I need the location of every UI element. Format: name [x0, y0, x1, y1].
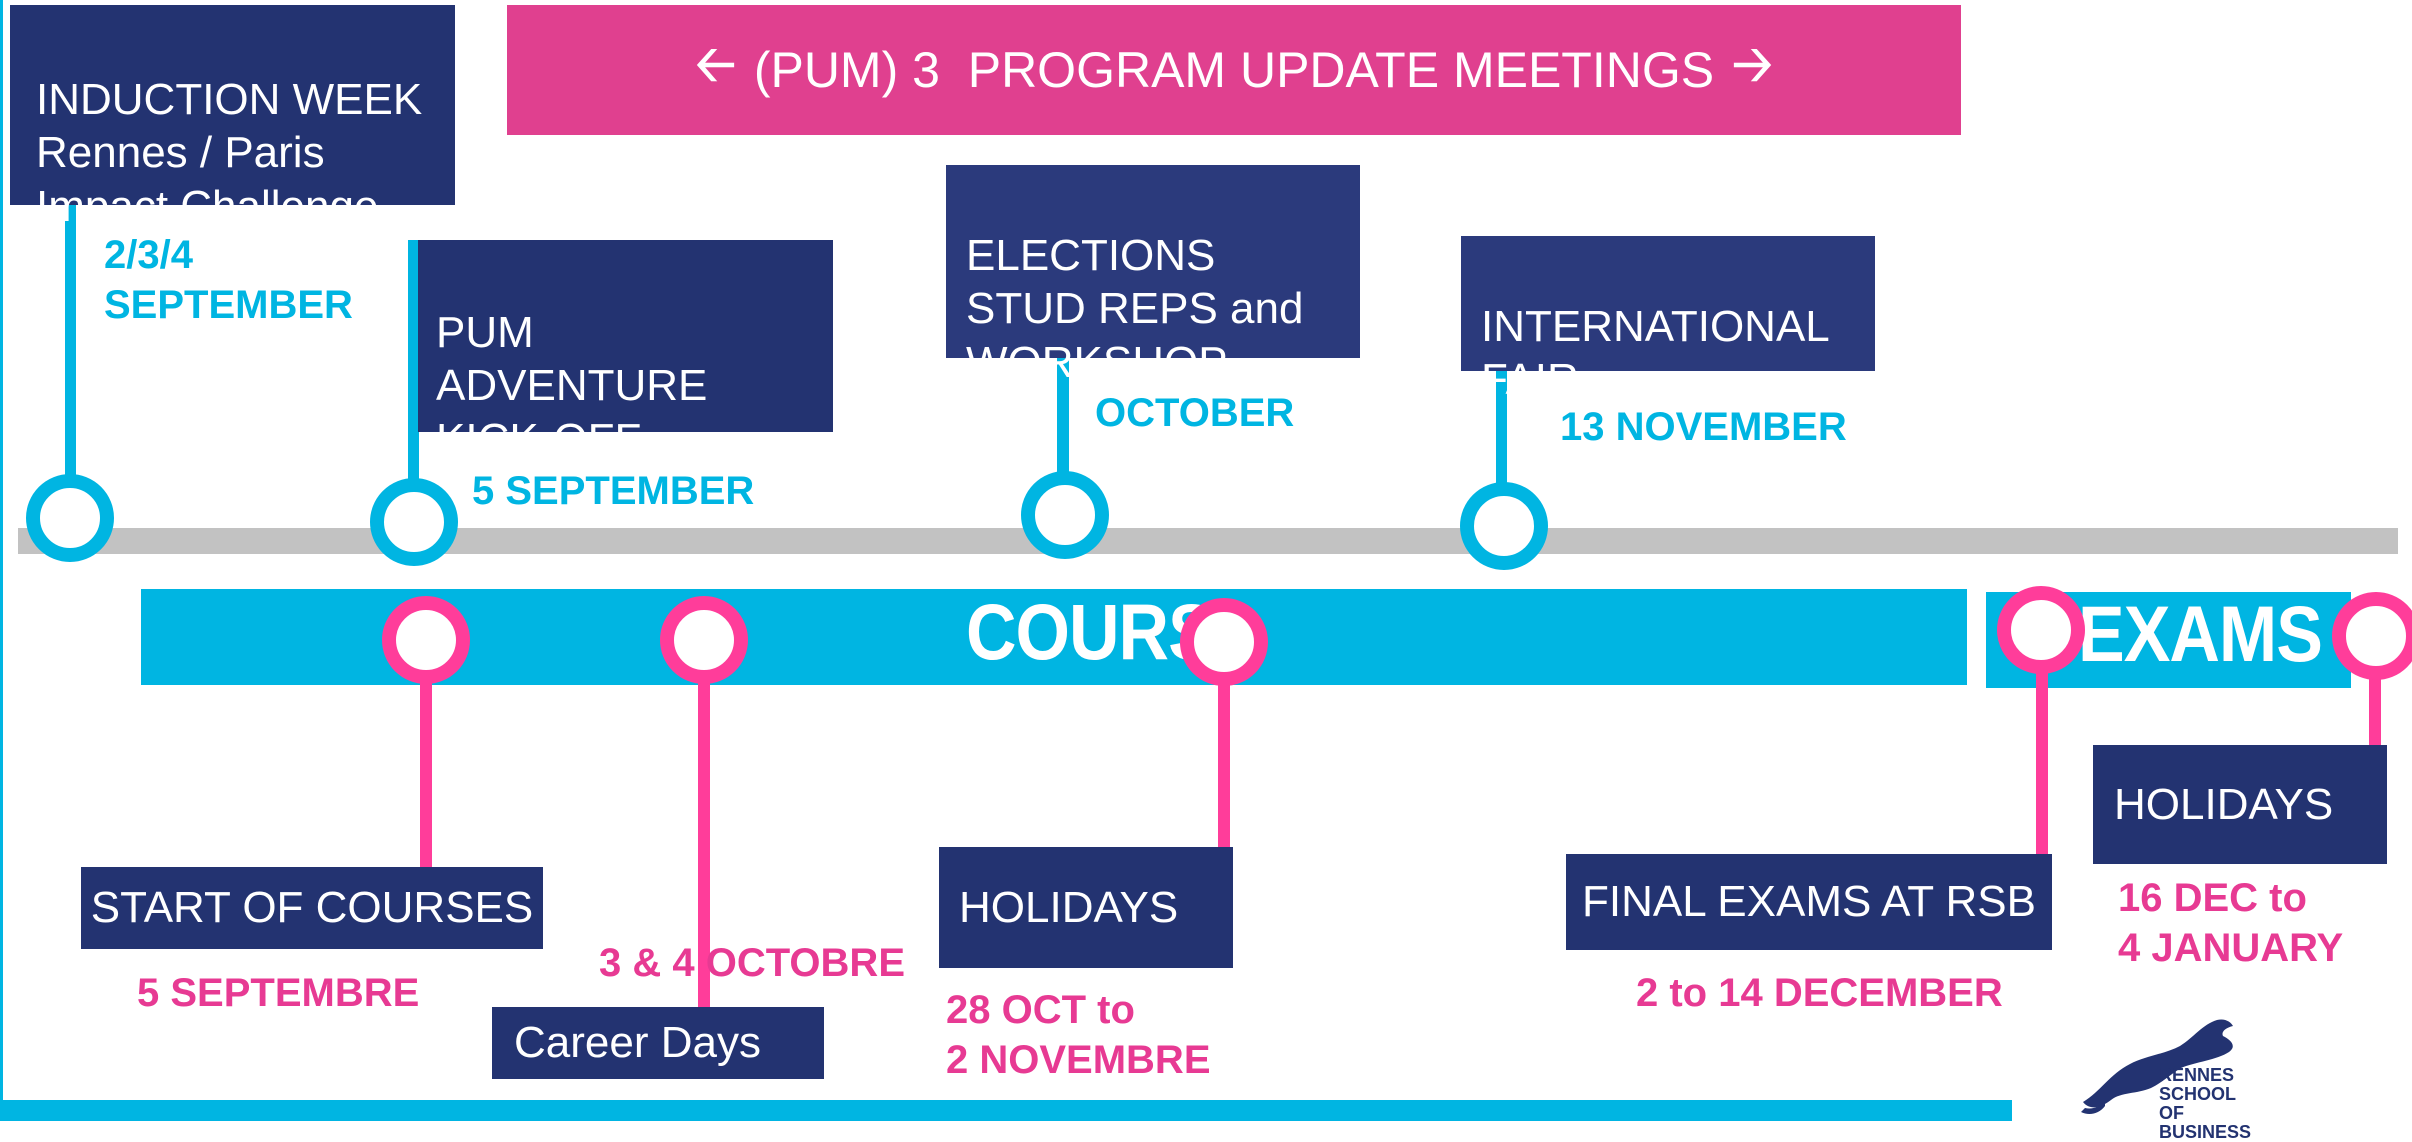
- stem-elections: [1057, 355, 1069, 485]
- timeline-node-holidays-autumn: [1180, 598, 1268, 686]
- event-title: ELECTIONS STUD REPS and WORKSHOP: [966, 230, 1304, 388]
- stem-induction: [65, 200, 76, 490]
- pum-banner-text: (PUM) 3 PROGRAM UPDATE MEETINGS: [753, 42, 1715, 98]
- event-date-final-exams: 2 to 14 DECEMBER: [1636, 971, 2003, 1015]
- event-box-international-fair: INTERNATIONAL FAIR: [1461, 236, 1875, 404]
- event-title: INTERNATIONAL FAIR: [1481, 301, 1830, 405]
- timeline-node-start-of-courses: [382, 596, 470, 684]
- stem-career-days: [698, 660, 710, 1008]
- arrow-right-icon: 🡢: [1732, 35, 1773, 92]
- left-edge-line: [0, 0, 3, 1121]
- logo-line-1: RENNES: [2159, 1065, 2235, 1085]
- event-title: INDUCTION WEEK Rennes / Paris Impact Cha…: [36, 74, 423, 232]
- event-title: START OF COURSES: [90, 883, 534, 932]
- event-title: PUM ADVENTURE KICK-OFF: [436, 307, 708, 465]
- timeline-node-elections: [1021, 471, 1109, 559]
- stem-start-of-courses: [420, 660, 432, 870]
- arrow-left-icon: 🡠: [695, 35, 736, 92]
- stem-holidays-winter: [2369, 660, 2381, 746]
- event-box-induction-week: INDUCTION WEEK Rennes / Paris Impact Cha…: [10, 5, 455, 231]
- stem-pum-adventure: [408, 240, 419, 495]
- event-date-holidays-winter: 16 DEC to 4 JANUARY: [2118, 876, 2344, 970]
- timeline-node-induction: [26, 474, 114, 562]
- timeline-node-holidays-winter: [2332, 592, 2412, 680]
- event-box-elections: ELECTIONS STUD REPS and WORKSHOP: [946, 165, 1360, 387]
- timeline-node-career-days: [660, 596, 748, 684]
- event-box-final-exams: FINAL EXAMS AT RSB: [1566, 854, 2052, 950]
- stem-holidays-autumn: [1218, 670, 1230, 848]
- event-box-start-of-courses: START OF COURSES: [81, 867, 543, 949]
- logo-line-2: SCHOOL: [2159, 1084, 2237, 1104]
- event-date-international-fair: 13 NOVEMBER: [1560, 405, 1847, 449]
- exams-label: EXAMS: [2078, 590, 2323, 678]
- event-box-holidays-autumn: HOLIDAYS: [939, 847, 1233, 968]
- timeline-node-international-fair: [1460, 482, 1548, 570]
- timeline-node-final-exams: [1997, 586, 2085, 674]
- event-date-pum-adventure: 5 SEPTEMBER: [472, 469, 755, 513]
- courses-label: COURS: [966, 588, 1215, 676]
- stem-international-fair: [1496, 365, 1507, 490]
- rennes-school-logo: RENNES SCHOOL OF BUSINESS: [2075, 1002, 2275, 1142]
- event-date-start-of-courses: 5 SEPTEMBRE: [137, 971, 420, 1015]
- event-date-career-days: 3 & 4 OCTOBRE: [599, 941, 905, 985]
- event-title: Career Days: [514, 1018, 761, 1067]
- event-box-career-days: Career Days: [492, 1007, 824, 1079]
- event-title: HOLIDAYS: [2114, 779, 2334, 829]
- event-title: HOLIDAYS: [959, 882, 1179, 932]
- timeline-node-pum-adventure: [370, 478, 458, 566]
- bottom-bar: [0, 1100, 2012, 1121]
- event-box-holidays-winter: HOLIDAYS: [2093, 745, 2387, 864]
- event-date-elections: OCTOBER: [1095, 391, 1295, 435]
- event-box-pum-adventure: PUM ADVENTURE KICK-OFF: [418, 240, 833, 464]
- pum-banner: 🡠 (PUM) 3 PROGRAM UPDATE MEETINGS 🡢: [507, 5, 1961, 135]
- event-date-holidays-autumn: 28 OCT to 2 NOVEMBRE: [946, 988, 1211, 1082]
- logo-line-3: OF BUSINESS: [2159, 1103, 2252, 1142]
- event-date-induction: 2/3/4 SEPTEMBER: [104, 233, 353, 327]
- event-title: FINAL EXAMS AT RSB: [1582, 877, 2036, 926]
- panther-icon: [2081, 1019, 2233, 1114]
- stem-final-exams: [2036, 660, 2048, 856]
